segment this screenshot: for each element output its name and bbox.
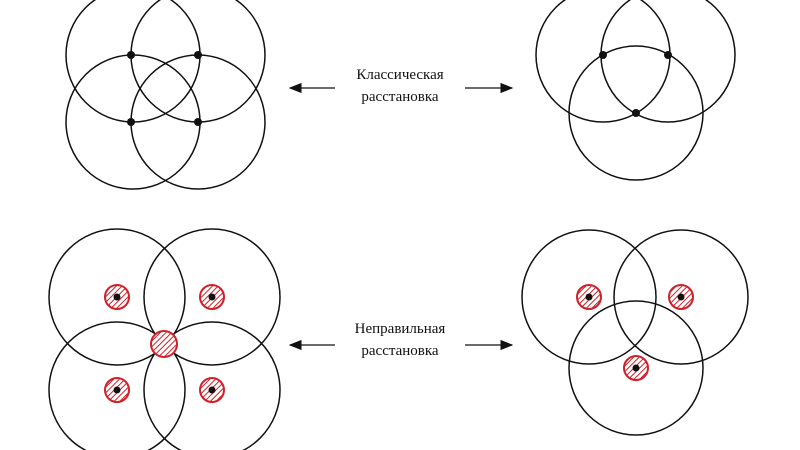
circle-top-left: [48, 228, 186, 366]
intersection-point: [194, 51, 202, 59]
wrong-three-circles: [521, 229, 749, 436]
classic-four-intersection-points: [127, 51, 202, 126]
intersection-point: [127, 118, 135, 126]
intersection-point: [194, 118, 202, 126]
circle-bottom-left: [48, 321, 186, 450]
wrong-spot-center: [150, 330, 178, 358]
caption-classic-placement: Классическая расстановка: [320, 64, 480, 108]
circle-right: [613, 229, 749, 365]
circle-bottom: [568, 300, 704, 436]
intersection-point: [127, 51, 135, 59]
caption-classic-line2: расстановка: [361, 89, 439, 105]
caption-wrong-line2: расстановка: [361, 343, 439, 359]
caption-wrong-line1: Неправильная: [354, 321, 446, 337]
intersection-point: [664, 51, 672, 59]
intersection-point: [599, 51, 607, 59]
wrong-spot: [104, 284, 130, 310]
wrong-spot: [668, 284, 694, 310]
wrong-three-spots: [576, 284, 694, 381]
circle-bottom-right: [143, 321, 281, 450]
wrong-spot: [199, 284, 225, 310]
wrong-spot: [623, 355, 649, 381]
circle-bottom: [568, 45, 704, 181]
wrong-four-spots: [104, 284, 225, 403]
circle-left: [535, 0, 671, 123]
circle-top-right: [143, 228, 281, 366]
wrong-spot: [199, 377, 225, 403]
classic-three-intersection-points: [599, 51, 672, 117]
circle-left: [521, 229, 657, 365]
caption-classic-line1: Классическая: [356, 67, 444, 83]
intersection-point: [632, 109, 640, 117]
wrong-four-circles: [48, 228, 281, 450]
caption-wrong-placement: Неправильная расстановка: [320, 318, 480, 362]
wrong-spot: [104, 377, 130, 403]
circle-right: [600, 0, 736, 123]
classic-four-circles: [65, 0, 266, 190]
classic-three-circles: [535, 0, 736, 181]
wrong-spot: [576, 284, 602, 310]
